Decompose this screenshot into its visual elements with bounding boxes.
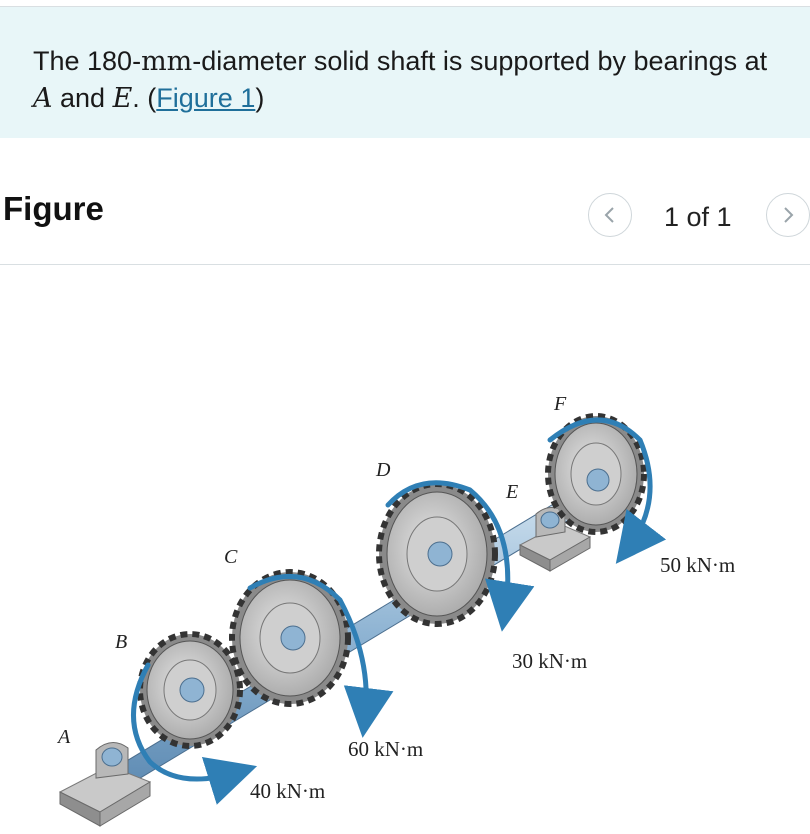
torque-arrow-d — [385, 480, 535, 632]
torque-arrow-c — [247, 574, 394, 738]
torque-label-30: 30 kN·m — [512, 649, 587, 673]
torque-arrow-b — [131, 662, 258, 805]
bearing-a — [58, 742, 152, 827]
figure-heading: Figure — [3, 190, 104, 227]
unit-mm: mm — [141, 46, 193, 77]
shaft-figure: A B C D E F 40 kN·m 60 kN·m 30 kN·m 50 k… — [56, 393, 735, 827]
label-a: A — [56, 726, 71, 748]
chevron-right-icon — [784, 207, 794, 223]
problem-statement: The 180-mm-diameter solid shaft is suppo… — [33, 43, 773, 117]
figure-1-link[interactable]: Figure 1 — [156, 83, 256, 113]
torque-label-60: 60 kN·m — [348, 737, 423, 761]
torque-arrows — [131, 417, 667, 805]
gear-c — [229, 569, 351, 707]
gear-f — [545, 413, 647, 535]
label-e: E — [505, 481, 518, 503]
top-divider — [0, 6, 810, 7]
next-figure-button[interactable] — [766, 193, 810, 237]
problem-text-3: and — [52, 83, 113, 113]
label-b: B — [115, 631, 127, 653]
problem-text-1: The 180- — [33, 46, 142, 76]
figure-divider — [0, 264, 810, 265]
label-d: D — [375, 459, 391, 481]
previous-figure-button[interactable] — [588, 193, 632, 237]
problem-text-5: ) — [255, 83, 265, 113]
problem-text-2: -diameter solid shaft is supported by be… — [192, 46, 768, 76]
torque-label-40: 40 kN·m — [250, 779, 325, 803]
chevron-left-icon — [604, 207, 614, 223]
torque-label-50: 50 kN·m — [660, 553, 735, 577]
problem-statement-panel: The 180-mm-diameter solid shaft is suppo… — [0, 7, 810, 138]
torque-arrow-f — [547, 417, 667, 564]
var-e: E — [112, 83, 133, 114]
problem-text-4: . ( — [132, 83, 157, 113]
figure-counter: 1 of 1 — [664, 202, 732, 232]
var-a: A — [33, 83, 53, 114]
gear-b — [137, 631, 243, 749]
label-f: F — [553, 393, 567, 415]
label-c: C — [224, 546, 238, 568]
gear-d — [376, 481, 498, 627]
